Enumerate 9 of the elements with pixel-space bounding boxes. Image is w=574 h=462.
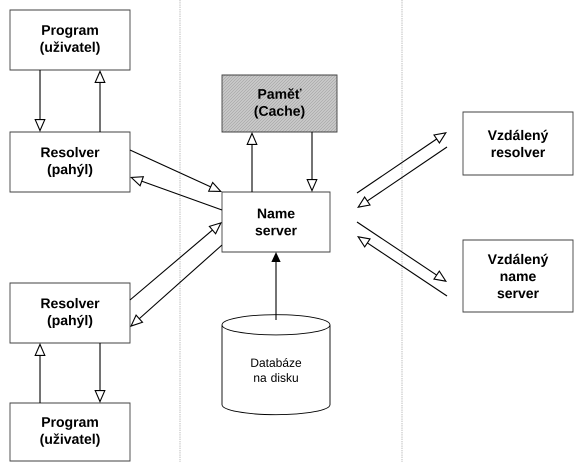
process-box: Program (uživatel) <box>10 10 130 70</box>
process-box: Vzdálený resolver <box>462 112 574 176</box>
database-cylinder: Databáze na disku <box>222 314 330 416</box>
process-box: Name server <box>222 192 330 252</box>
process-box: Program (uživatel) <box>10 402 130 462</box>
process-box: Vzdálený name server <box>462 240 574 312</box>
process-box: Resolver (pahýl) <box>10 132 130 192</box>
cache-box: Paměť (Cache) <box>222 74 338 132</box>
process-box: Resolver (pahýl) <box>10 282 130 344</box>
